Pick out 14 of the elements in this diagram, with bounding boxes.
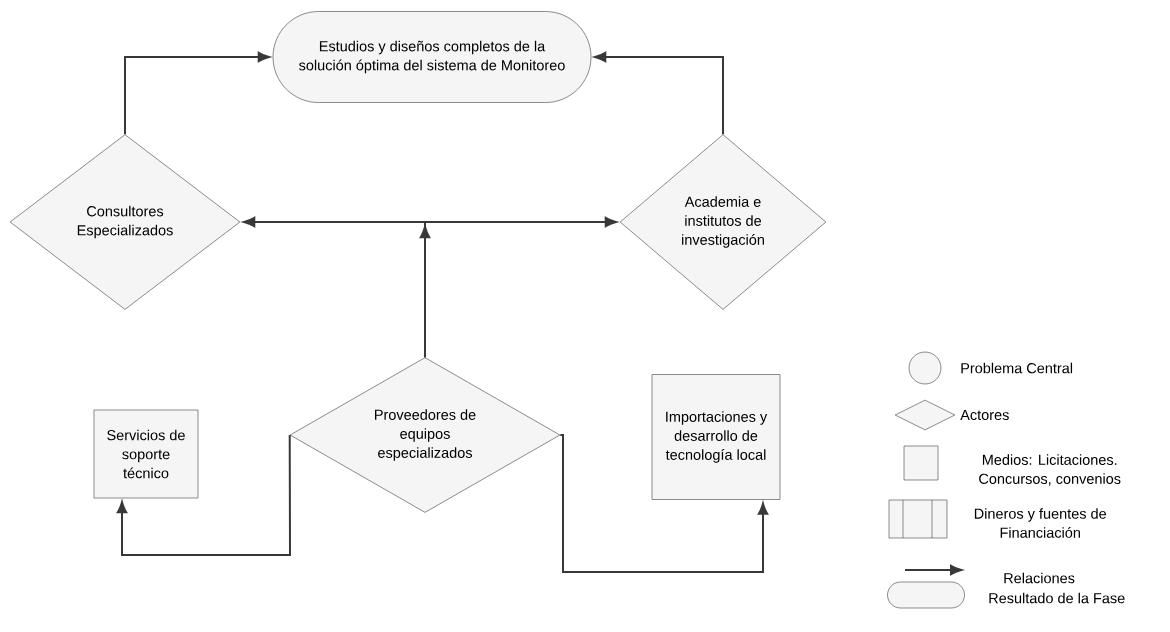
arrow [559,434,769,573]
means-box: Servicios de soporte técnico [93,409,199,499]
legend-label: Relaciones [1004,572,1075,584]
legend-label: Medios: Licitaciones. Concursos, convenios [979,454,1121,486]
legend-label: Dineros y fuentes de Financiación [974,508,1107,538]
legend-label: Actores [960,409,1009,421]
means-box: Importaciones y desarrollo de tecnología local [651,374,781,500]
arrow [124,51,270,136]
arrow [424,216,617,359]
arrow [594,51,724,136]
legend-label: Resultado de la Fase [989,592,1125,604]
arrow [116,434,291,556]
result-terminal: Estudios y diseños completos de la solución óptima del sistema de Monitoreo [272,11,592,103]
legend-label: Problema Central [961,362,1073,374]
